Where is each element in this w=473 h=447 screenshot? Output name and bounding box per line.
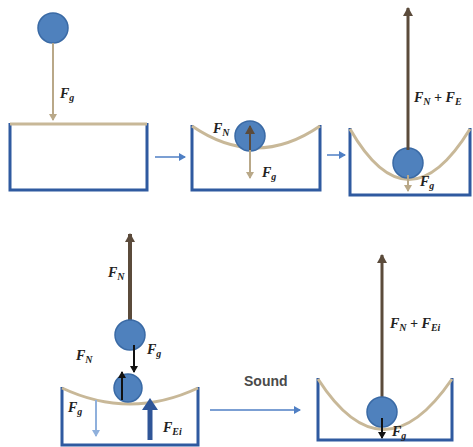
elastic-arrowhead: [142, 398, 158, 410]
ball: [38, 13, 68, 43]
force-label: Fg: [147, 342, 161, 357]
container: [350, 128, 470, 195]
gravity-arrow: [95, 400, 97, 436]
normal-arrow: [128, 234, 132, 322]
ball: [235, 121, 265, 151]
membrane: [350, 129, 470, 180]
container: [318, 378, 452, 440]
normal-elastic-arrow: [381, 255, 384, 398]
force-label: Fg: [392, 424, 406, 439]
sequence-arrow: [155, 156, 185, 158]
normal-elastic-arrow: [407, 8, 410, 150]
sound-label: Sound: [244, 373, 288, 389]
ball: [115, 320, 145, 350]
gravity-arrow: [52, 43, 54, 120]
force-label: FEi: [163, 420, 182, 435]
force-label: Fg: [60, 86, 74, 101]
normal-arrow: [249, 126, 251, 150]
normal-arrow: [121, 372, 123, 400]
membrane: [10, 123, 147, 126]
force-label: Fg: [68, 400, 82, 415]
force-label: FN + FEi: [390, 316, 440, 331]
force-label: FN: [108, 265, 125, 280]
gravity-arrow: [407, 175, 409, 191]
container: [10, 123, 147, 190]
elastic-arrow: [148, 408, 153, 440]
force-label: Fg: [262, 165, 276, 180]
gravity-arrow: [381, 418, 383, 438]
ball: [114, 374, 142, 402]
gravity-arrow: [249, 150, 251, 178]
force-label: FN + FE: [414, 90, 462, 105]
force-label: FN: [213, 121, 230, 136]
sequence-arrow: [210, 409, 300, 411]
gravity-arrow: [133, 345, 135, 372]
ball: [393, 148, 423, 178]
force-label: FN: [76, 348, 93, 363]
force-label: Fg: [420, 174, 434, 189]
sequence-arrow: [327, 154, 345, 156]
membrane: [318, 379, 452, 430]
